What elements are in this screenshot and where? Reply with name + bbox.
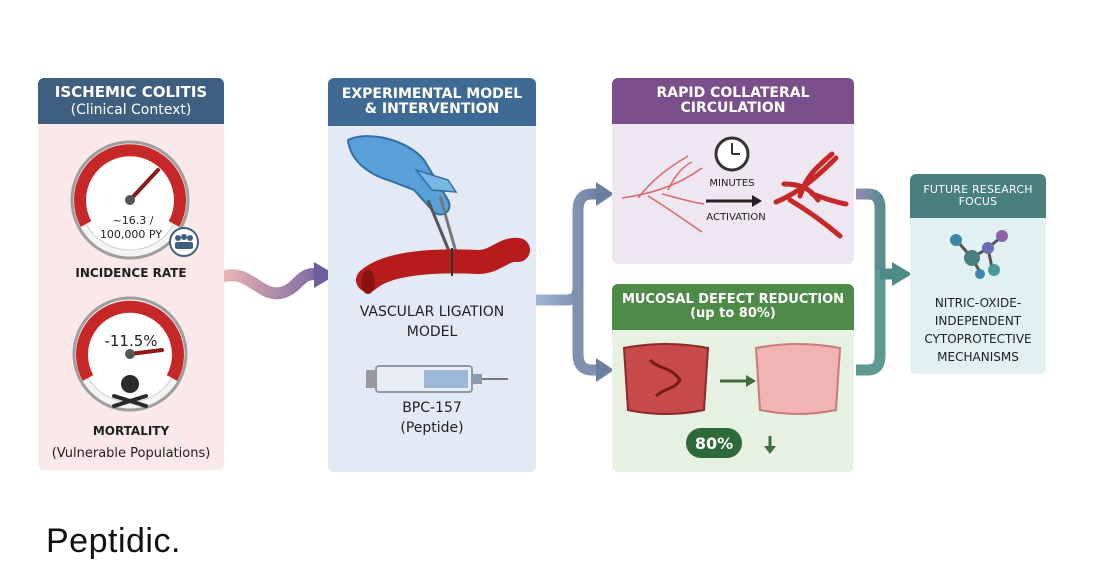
- reduction-badge: 80%: [686, 428, 742, 458]
- model-title-line1: EXPERIMENTAL MODEL: [341, 85, 523, 102]
- incidence-gauge-icon: [70, 140, 199, 260]
- clock-icon: [714, 136, 750, 172]
- experimental-model-header: EXPERIMENTAL MODEL & INTERVENTION: [328, 78, 536, 126]
- future-title-line1: FUTURE RESEARCH: [923, 182, 1033, 196]
- ligation-line1: VASCULAR LIGATION: [359, 304, 505, 320]
- mucosal-title-line2: (up to 80%): [690, 306, 776, 321]
- split-arrow-bottom-head: [596, 358, 614, 382]
- future-title-line2: FOCUS: [958, 195, 998, 208]
- mucosal-title-line1: MUCOSAL DEFECT REDUCTION: [621, 291, 845, 307]
- gloved-hand-forceps-icon: [346, 135, 530, 294]
- mucosal-header: MUCOSAL DEFECT REDUCTION (up to 80%): [612, 284, 854, 330]
- incidence-label: INCIDENCE RATE: [75, 266, 187, 280]
- syringe-icon: [366, 365, 508, 393]
- collateral-title-line1: RAPID COLLATERAL: [656, 84, 810, 101]
- activation-label: ACTIVATION: [706, 212, 766, 223]
- arrow-right-icon: [706, 195, 762, 207]
- future-body-line3: CYTOPROTECTIVE: [924, 332, 1032, 346]
- molecule-icon: [950, 230, 1008, 279]
- collateral-circulation-panel: RAPID COLLATERAL CIRCULATION MINUTES ACT…: [612, 78, 854, 264]
- wave-arrow-1: [220, 267, 324, 300]
- future-research-panel: FUTURE RESEARCH FOCUS NITRIC-OXIDE- INDE…: [910, 174, 1046, 374]
- vessel-network-after-icon: [773, 151, 849, 239]
- future-body-line1: NITRIC-OXIDE-: [934, 296, 1022, 310]
- vessel-network-before-icon: [621, 155, 705, 233]
- merge-arrow-top: [856, 188, 886, 270]
- mortality-label: MORTALITY: [92, 424, 170, 438]
- peptide-line1: BPC-157: [402, 400, 462, 416]
- healed-mucosa-icon: [754, 343, 842, 415]
- minutes-label: MINUTES: [709, 178, 755, 189]
- future-body-line4: MECHANISMS: [937, 350, 1019, 364]
- clinical-subtitle: (Clinical Context): [70, 101, 192, 118]
- damaged-mucosa-icon: [622, 343, 710, 415]
- mortality-gauge-icon: [72, 296, 188, 412]
- model-title-line2: & INTERVENTION: [364, 101, 500, 117]
- mortality-value: -11.5%: [104, 332, 158, 350]
- incidence-value: ~16.3 /: [112, 214, 154, 227]
- collateral-header: RAPID COLLATERAL CIRCULATION: [612, 78, 854, 124]
- merge-arrow-bottom: [856, 270, 886, 376]
- split-arrow-top-head: [596, 182, 614, 206]
- ligation-line2: MODEL: [406, 324, 458, 340]
- merge-arrow-head: [892, 262, 912, 286]
- collateral-title-line2: CIRCULATION: [680, 100, 786, 116]
- mortality-sub: (Vulnerable Populations): [51, 446, 211, 461]
- clinical-context-header: ISCHEMIC COLITIS (Clinical Context): [38, 78, 224, 124]
- wave-arrow-1-head: [314, 262, 336, 288]
- future-header: FUTURE RESEARCH FOCUS: [910, 174, 1046, 218]
- arrow-down-icon: [764, 436, 776, 454]
- clinical-title: ISCHEMIC COLITIS: [54, 83, 208, 102]
- arrow-right-icon: [720, 375, 756, 387]
- split-arrow-stem: [536, 188, 600, 306]
- future-body-line2: INDEPENDENT: [934, 314, 1022, 328]
- peptide-line2: (Peptide): [400, 420, 464, 436]
- split-arrow-lower: [572, 290, 600, 376]
- clinical-context-panel: ISCHEMIC COLITIS (Clinical Context) ~16.…: [38, 78, 224, 470]
- brand-logo-text: Peptidic.: [46, 522, 181, 560]
- incidence-unit: 100,000 PY: [99, 228, 163, 241]
- experimental-model-panel: EXPERIMENTAL MODEL & INTERVENTION VASCUL…: [328, 78, 536, 472]
